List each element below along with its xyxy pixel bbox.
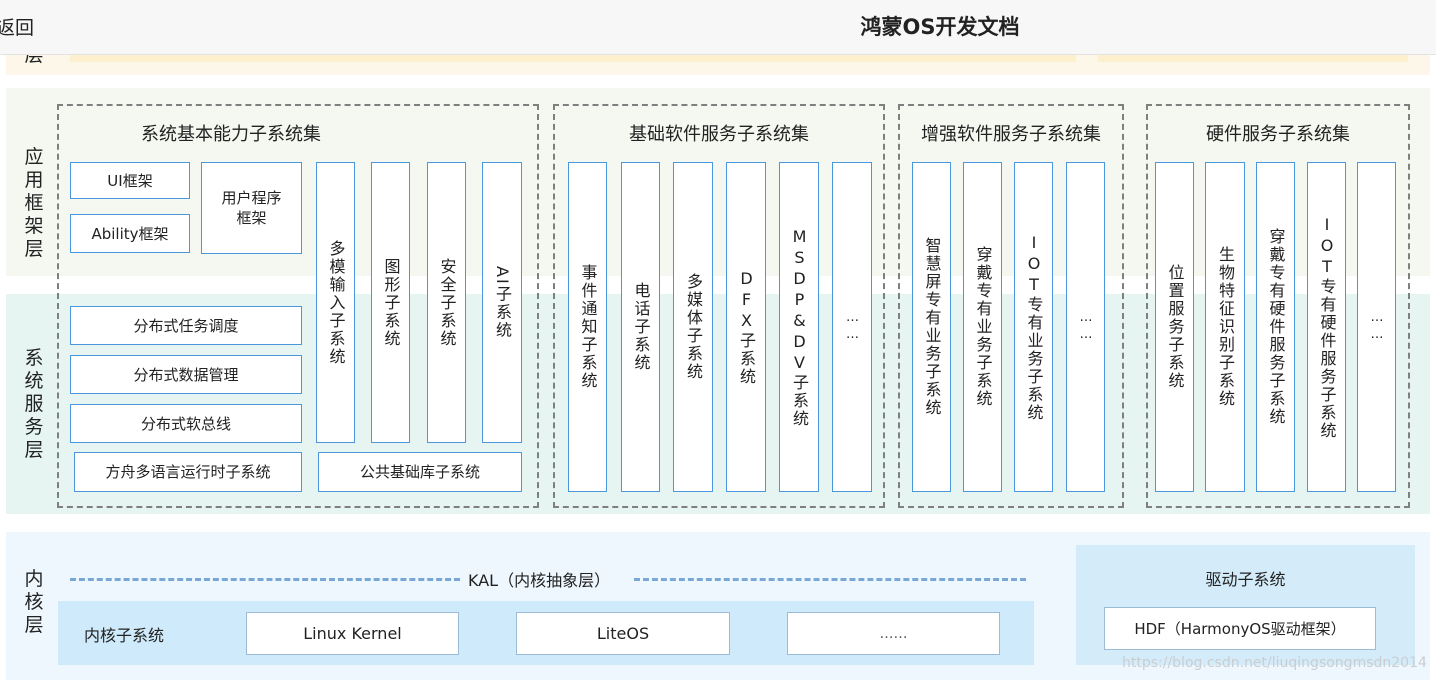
multimodal-input-label: 多模输入子系统: [326, 239, 346, 366]
event-notify-label: 事件通知子系统: [578, 264, 598, 390]
msdp-dv-box: MSDP&DV子系统: [779, 162, 819, 492]
ai-box: AI子系统: [482, 162, 522, 443]
wearable-hardware-box: 穿戴专有硬件服务子系统: [1256, 162, 1295, 492]
liteos-box: LiteOS: [516, 612, 730, 655]
back-link[interactable]: 返回: [0, 17, 35, 39]
msdp-dv-label: MSDP&DV子系统: [790, 226, 809, 428]
multimedia-box: 多媒体子系统: [673, 162, 713, 492]
iot-business-label: IOT专有业务子系统: [1024, 232, 1044, 422]
app-framework-label: 应用框架层: [24, 146, 44, 260]
page-title: 鸿蒙OS开发文档: [860, 15, 1020, 39]
graphics-label: 图形子系统: [381, 257, 401, 348]
basic-group-title: 系统基本能力子系统集: [141, 124, 321, 145]
software-more-label: ……: [845, 310, 860, 344]
iot-business-box: IOT专有业务子系统: [1014, 162, 1053, 492]
software-more-box: ……: [832, 162, 872, 492]
location-label: 位置服务子系统: [1165, 264, 1185, 390]
hardware-more-label: ……: [1369, 310, 1385, 344]
kernel-layer-label: 内核层: [24, 568, 44, 636]
security-box: 安全子系统: [427, 162, 466, 443]
hardware-group: [1146, 104, 1410, 508]
linux-kernel-box: Linux Kernel: [246, 612, 459, 655]
kernel-more-box: ……: [787, 612, 1000, 655]
distributed-bus-box: 分布式软总线: [70, 404, 302, 443]
dfx-box: DFX子系统: [726, 162, 766, 492]
user-program-framework-label: 用户程序框架: [221, 189, 282, 227]
ark-runtime-box: 方舟多语言运行时子系统: [74, 452, 302, 492]
event-notify-box: 事件通知子系统: [568, 162, 607, 492]
hardware-more-box: ……: [1357, 162, 1396, 492]
distributed-task-box: 分布式任务调度: [70, 306, 302, 345]
enhanced-group: [898, 104, 1124, 508]
enhanced-more-label: ……: [1078, 310, 1094, 344]
enhanced-more-box: ……: [1066, 162, 1105, 492]
software-group-title: 基础软件服务子系统集: [629, 124, 809, 145]
hardware-group-title: 硬件服务子系统集: [1206, 124, 1350, 145]
multimodal-input-box: 多模输入子系统: [316, 162, 355, 443]
basic-group: [57, 104, 539, 508]
hdf-box: HDF（HarmonyOS驱动框架）: [1104, 607, 1376, 650]
graphics-box: 图形子系统: [371, 162, 410, 443]
telephony-box: 电话子系统: [621, 162, 660, 492]
distributed-data-box: 分布式数据管理: [70, 355, 302, 394]
biometric-label: 生物特征识别子系统: [1216, 246, 1235, 408]
ai-label: AI子系统: [493, 265, 512, 340]
kal-label: KAL（内核抽象层）: [468, 571, 611, 590]
enhanced-group-title: 增强软件服务子系统集: [921, 124, 1101, 145]
kernel-subsystem-label: 内核子系统: [84, 626, 165, 645]
system-service-label: 系统服务层: [24, 347, 44, 461]
wearable-business-box: 穿戴专有业务子系统: [963, 162, 1002, 492]
iot-hardware-box: IOT专有硬件服务子系统: [1307, 162, 1346, 492]
wearable-hardware-label: 穿戴专有硬件服务子系统: [1266, 228, 1286, 426]
multimedia-label: 多媒体子系统: [684, 273, 703, 381]
top-bar: [0, 0, 1436, 55]
ability-framework-box: Ability框架: [70, 214, 190, 253]
smart-screen-box: 智慧屏专有业务子系统: [912, 162, 951, 492]
location-box: 位置服务子系统: [1155, 162, 1194, 492]
common-base-lib-box: 公共基础库子系统: [318, 452, 522, 492]
watermark: https://blog.csdn.net/liuqingsongmsdn201…: [1122, 655, 1427, 671]
software-group: [553, 104, 885, 508]
ui-framework-box: UI框架: [70, 162, 190, 199]
driver-subsystem-label: 驱动子系统: [1205, 570, 1286, 589]
smart-screen-label: 智慧屏专有业务子系统: [922, 237, 942, 417]
iot-hardware-label: IOT专有硬件服务子系统: [1317, 214, 1337, 440]
user-program-framework-box: 用户程序框架: [201, 162, 302, 254]
biometric-box: 生物特征识别子系统: [1205, 162, 1245, 492]
telephony-label: 电话子系统: [631, 282, 651, 372]
kal-dashline-right: [634, 578, 1026, 581]
kal-dashline-left: [70, 578, 460, 581]
wearable-business-label: 穿戴专有业务子系统: [973, 246, 993, 408]
dfx-label: DFX子系统: [737, 268, 756, 386]
security-label: 安全子系统: [437, 257, 457, 348]
